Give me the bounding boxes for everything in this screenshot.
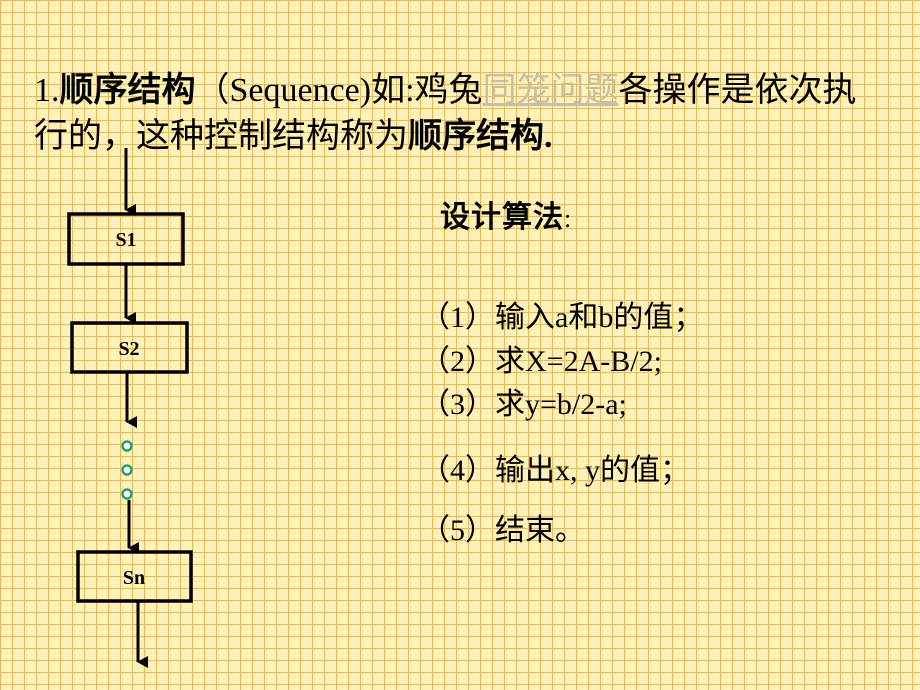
box-s1-label: S1 (115, 229, 136, 251)
box-sn-label: Sn (123, 567, 145, 589)
algorithm-title: 设计算法 (440, 201, 564, 234)
box-sn (76, 550, 193, 603)
intro-end: . (544, 118, 553, 155)
intro-rest: 各操作是依次执行的，这种控制结构称为 (34, 72, 857, 155)
intro-paragraph: 1.顺序结构（Sequence)如:鸡兔同笼问题各操作是依次执行的，这种控制结构… (34, 68, 884, 160)
ellipsis-dot-3 (121, 488, 133, 500)
algorithm-heading: 设计算法: (440, 192, 572, 236)
algorithm-step-3: （3）求y=b/2-a; (420, 388, 627, 421)
algorithm-step-2: （2）求X=2A-B/2; (420, 345, 662, 378)
intro-sequence: （Sequence)如:鸡兔 (195, 72, 483, 109)
algorithm-step-5: （5）结束。 (420, 514, 585, 547)
intro-number: 1. (34, 72, 60, 109)
box-s2 (70, 321, 189, 374)
chicken-rabbit-link[interactable]: 同笼问题 (482, 72, 619, 109)
ellipsis-dot-2 (121, 464, 133, 476)
algorithm-colon: : (564, 204, 573, 233)
intro-bold-term-2: 顺序结构 (408, 118, 544, 155)
box-s2-label: S2 (118, 338, 139, 360)
ellipsis-dot-1 (121, 440, 133, 452)
intro-bold-term: 顺序结构 (59, 72, 196, 109)
algorithm-step-1: （1）输入a和b的值； (420, 301, 704, 334)
algorithm-step-4: （4）输出x, y的值； (420, 454, 690, 487)
